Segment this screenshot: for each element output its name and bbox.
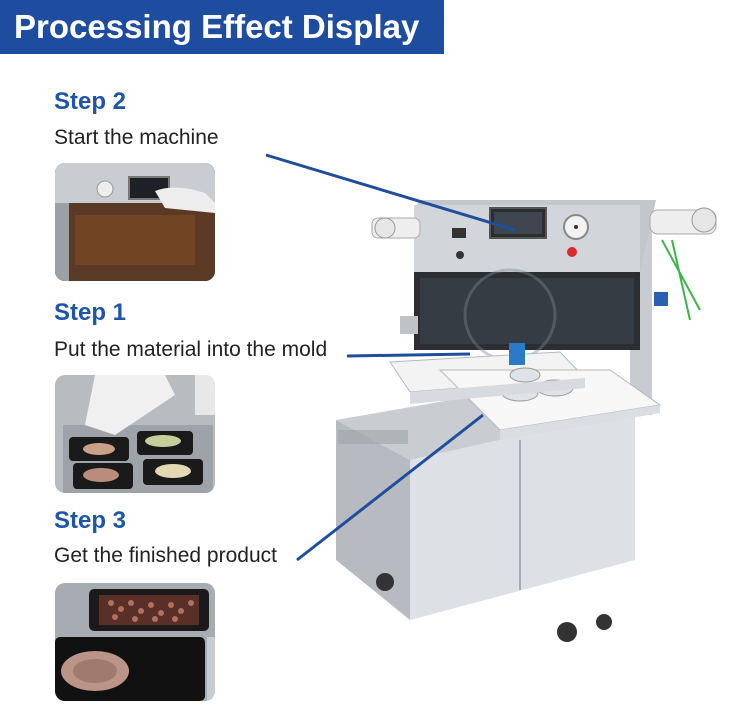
wheel-front-left	[376, 573, 394, 591]
step-3-title: Step 3	[54, 507, 127, 534]
mold-cylinder	[509, 343, 525, 365]
callout-line-step-1	[346, 352, 471, 358]
step-1-description: Put the material into the mold	[54, 338, 328, 361]
step-2-thumbnail	[55, 163, 215, 281]
step-1-thumbnail	[55, 375, 215, 493]
header-banner: Processing Effect Display	[0, 0, 444, 54]
callout-line-step-3	[296, 413, 484, 562]
wheel-back-right	[596, 614, 612, 630]
step-3-description: Get the finished product	[54, 544, 277, 567]
wheel-front-right	[557, 622, 577, 642]
stop-button	[567, 247, 577, 257]
machine-cabinet-front	[410, 410, 635, 620]
page-title: Processing Effect Display	[14, 8, 420, 45]
step-1-title: Step 1	[54, 299, 127, 326]
callout-line-step-2	[265, 153, 516, 232]
step-2-description: Start the machine	[54, 126, 219, 149]
step-3-thumbnail	[55, 583, 215, 701]
machine-cabinet-side	[336, 420, 410, 620]
step-2-title: Step 2	[54, 88, 127, 115]
